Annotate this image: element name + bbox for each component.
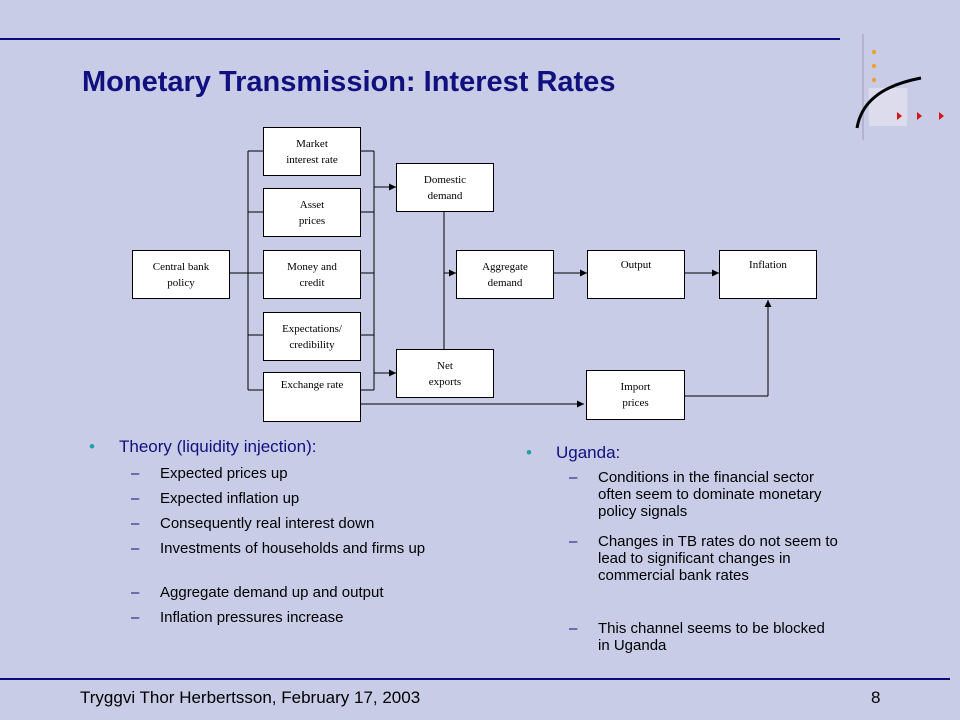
list-item: –This channel seems to be blocked in Uga… (569, 620, 825, 654)
dash-icon: – (569, 469, 578, 486)
dash-icon: – (569, 533, 578, 550)
dash-icon: – (131, 515, 140, 532)
box-domestic-demand: Domestic demand (396, 163, 494, 212)
bottom-rule (0, 678, 950, 680)
box-asset-prices: Asset prices (263, 188, 361, 237)
box-output: Output (587, 250, 685, 299)
box-central-bank-policy: Central bank policy (132, 250, 230, 299)
list-item: –Conditions in the financial sector ofte… (569, 469, 822, 520)
box-import-prices: Import prices (586, 370, 685, 420)
dash-icon: – (569, 620, 578, 637)
page-number: 8 (871, 688, 881, 707)
uganda-heading: • Uganda: (526, 443, 621, 463)
list-item: –Inflation pressures increase (131, 609, 344, 626)
uganda-heading-text: Uganda: (556, 443, 621, 462)
list-item: –Consequently real interest down (131, 515, 375, 532)
box-inflation: Inflation (719, 250, 817, 299)
box-exchange-rate: Exchange rate (263, 372, 361, 422)
dash-icon: – (131, 540, 140, 557)
box-aggregate-demand: Aggregate demand (456, 250, 554, 299)
logo (845, 34, 955, 144)
box-expectations-credibility: Expectations/ credibility (263, 312, 361, 361)
list-item: –Expected prices up (131, 465, 288, 482)
dash-icon: – (131, 609, 140, 626)
box-net-exports: Net exports (396, 349, 494, 398)
theory-heading-text: Theory (liquidity injection): (119, 437, 317, 456)
list-item: –Investments of households and firms up (131, 540, 426, 557)
list-item: –Expected inflation up (131, 490, 300, 507)
footer-author-date: Tryggvi Thor Herbertsson, February 17, 2… (80, 688, 421, 707)
logo-graphic (855, 34, 944, 140)
dash-icon: – (131, 490, 140, 507)
slide-title: Monetary Transmission: Interest Rates (82, 66, 616, 98)
bullet-icon: • (89, 437, 95, 456)
bullet-icon: • (526, 443, 532, 462)
dash-icon: – (131, 465, 140, 482)
list-item: –Aggregate demand up and output (131, 584, 384, 601)
dash-icon: – (131, 584, 140, 601)
theory-heading: • Theory (liquidity injection): (89, 437, 317, 457)
box-market-interest-rate: Market interest rate (263, 127, 361, 176)
box-money-and-credit: Money and credit (263, 250, 361, 299)
list-item: –Changes in TB rates do not seem to lead… (569, 533, 838, 584)
top-rule (0, 38, 840, 40)
